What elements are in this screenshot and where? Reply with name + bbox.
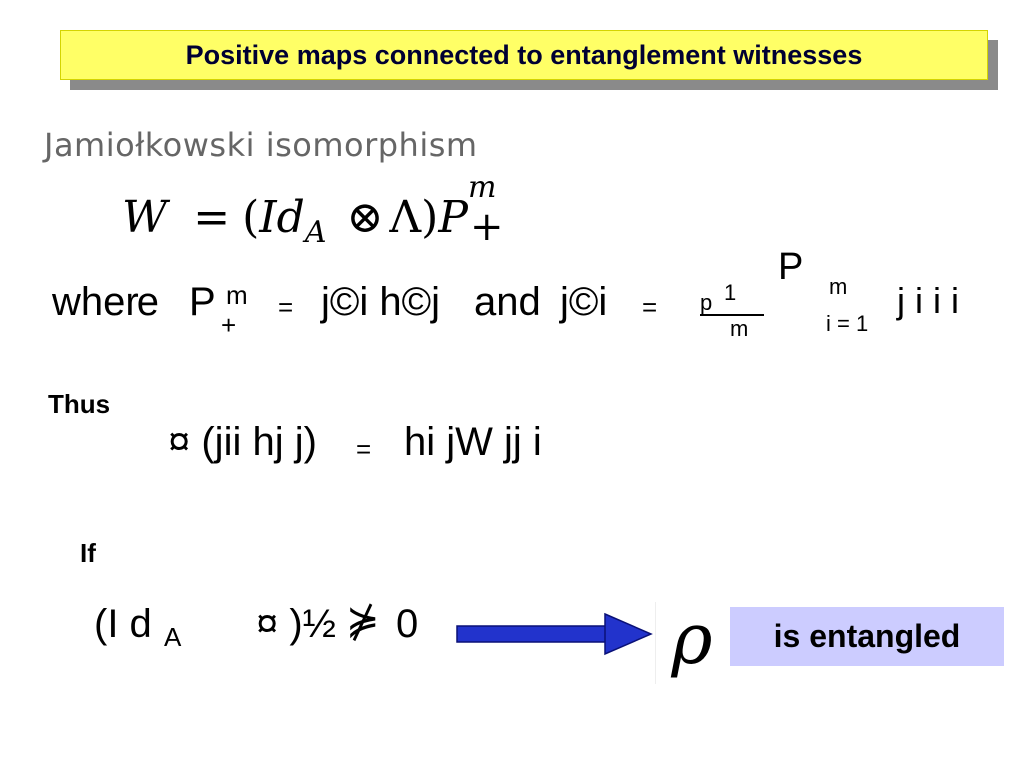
thus-rhs: hi jW jj i	[404, 420, 542, 464]
thus-eq: =	[356, 434, 372, 464]
where-p-sub: +	[221, 310, 237, 340]
eq-id-sub: A	[304, 214, 327, 250]
eq-otimes: ⊗	[346, 192, 384, 243]
eq-close: )	[421, 192, 439, 243]
if-sub: A	[164, 622, 182, 652]
frac-bar	[700, 314, 764, 316]
frac-p: p	[700, 290, 713, 315]
sum-sub: i = 1	[826, 311, 869, 336]
slide-title: Positive maps connected to entanglement …	[60, 30, 988, 80]
rho-symbol: ρ	[655, 602, 728, 684]
where-and: and	[474, 280, 541, 324]
where-eq2: =	[642, 292, 658, 322]
sum-sup: m	[829, 274, 848, 299]
thus-label: Thus	[48, 389, 111, 419]
if-open: (I d	[94, 602, 152, 646]
if-zero: 0	[396, 602, 419, 646]
subtitle: Jamiołkowski isomorphism	[44, 126, 478, 164]
eq-equals: =	[193, 192, 231, 243]
if-mid: ¤ )½	[256, 602, 337, 646]
is-entangled-text: is entangled	[773, 618, 961, 654]
where-p-sup: m	[226, 280, 248, 310]
eq-p-sub: +	[469, 204, 504, 250]
if-label: If	[80, 538, 96, 568]
is-entangled-box: is entangled	[730, 607, 1004, 666]
where-eq1: =	[278, 292, 294, 322]
eq-lambda: Λ	[389, 192, 422, 243]
sum-tail: j i i i	[897, 280, 959, 321]
frac-den: m	[730, 316, 749, 341]
rho-glyph: ρ	[671, 598, 713, 680]
if-not-geq: ⋡	[346, 598, 380, 644]
frac-num: 1	[724, 280, 737, 305]
eq-p-sup: m	[467, 170, 497, 205]
eq-open: (	[242, 192, 260, 243]
where-p: P	[189, 280, 216, 324]
slide-title-text: Positive maps connected to entanglement …	[185, 39, 863, 70]
where-part2: j©i	[560, 280, 608, 324]
eq-w: W	[122, 192, 168, 243]
jamiolkowski-equation: W =(IdA ⊗Λ)P m +	[122, 170, 508, 250]
where-part1: j©i h©j	[321, 280, 440, 324]
where-word: where	[52, 280, 159, 324]
thus-lhs: ¤ (jii hj j)	[168, 420, 317, 464]
eq-id: Id	[259, 192, 305, 243]
sum-sign: P	[778, 246, 804, 288]
right-arrow-icon	[456, 612, 653, 656]
eq-p: P	[438, 192, 468, 243]
